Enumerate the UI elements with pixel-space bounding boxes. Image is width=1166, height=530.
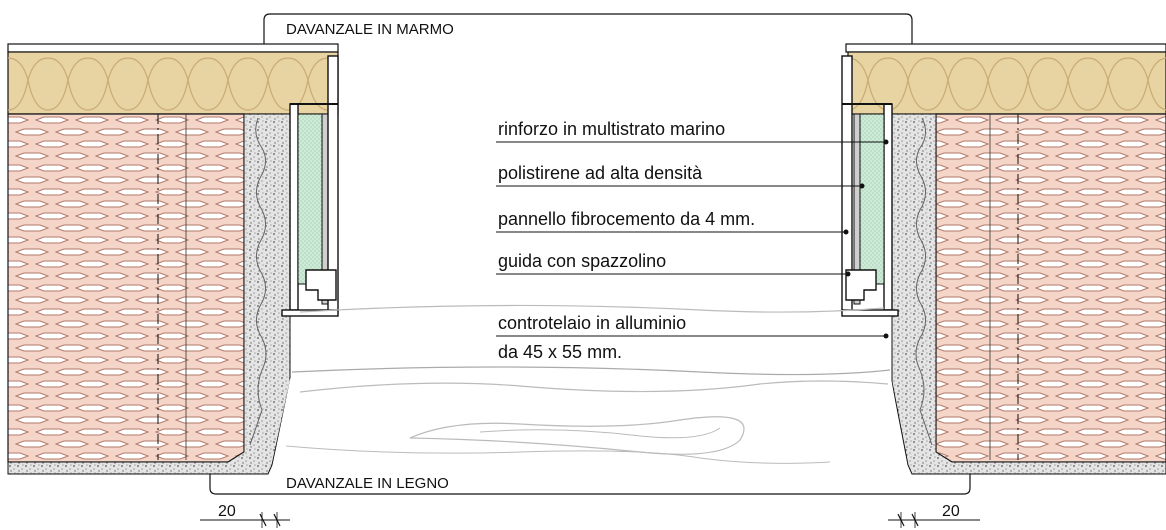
wood-sill-label: DAVANZALE IN LEGNO: [286, 475, 449, 492]
left-wall: [7, 43, 339, 475]
callout-text: guida con spazzolino: [498, 251, 666, 271]
callout-1: rinforzo in multistrato marino: [496, 119, 889, 145]
left-brick-masonry: [7, 113, 245, 463]
left-window-frame: [281, 55, 339, 317]
wood-sill: [209, 304, 971, 495]
callout-text: pannello fibrocemento da 4 mm.: [498, 209, 755, 229]
right-dimension: 20: [888, 503, 980, 528]
marble-sill-outline: [263, 13, 913, 44]
callout-text: polistirene ad alta densità: [498, 163, 703, 183]
left-dimension: 20: [200, 503, 290, 528]
callout-text: rinforzo in multistrato marino: [498, 119, 725, 139]
callout-5: controtelaio in alluminio da 45 x 55 mm.: [496, 313, 889, 362]
callout-2: polistirene ad alta densità: [496, 163, 865, 189]
right-brick-masonry: [935, 113, 1166, 463]
callout-4: guida con spazzolino: [496, 251, 851, 277]
right-wall: [845, 43, 1166, 475]
callout-text: controtelaio in alluminio: [498, 313, 686, 333]
left-dimension-value: 20: [218, 503, 236, 520]
right-dimension-value: 20: [942, 503, 960, 520]
callout-text-line2: da 45 x 55 mm.: [498, 342, 622, 362]
marble-sill-label: DAVANZALE IN MARMO: [286, 21, 454, 38]
callout-3: pannello fibrocemento da 4 mm.: [496, 209, 849, 235]
right-insulation-layer: [847, 51, 1166, 115]
